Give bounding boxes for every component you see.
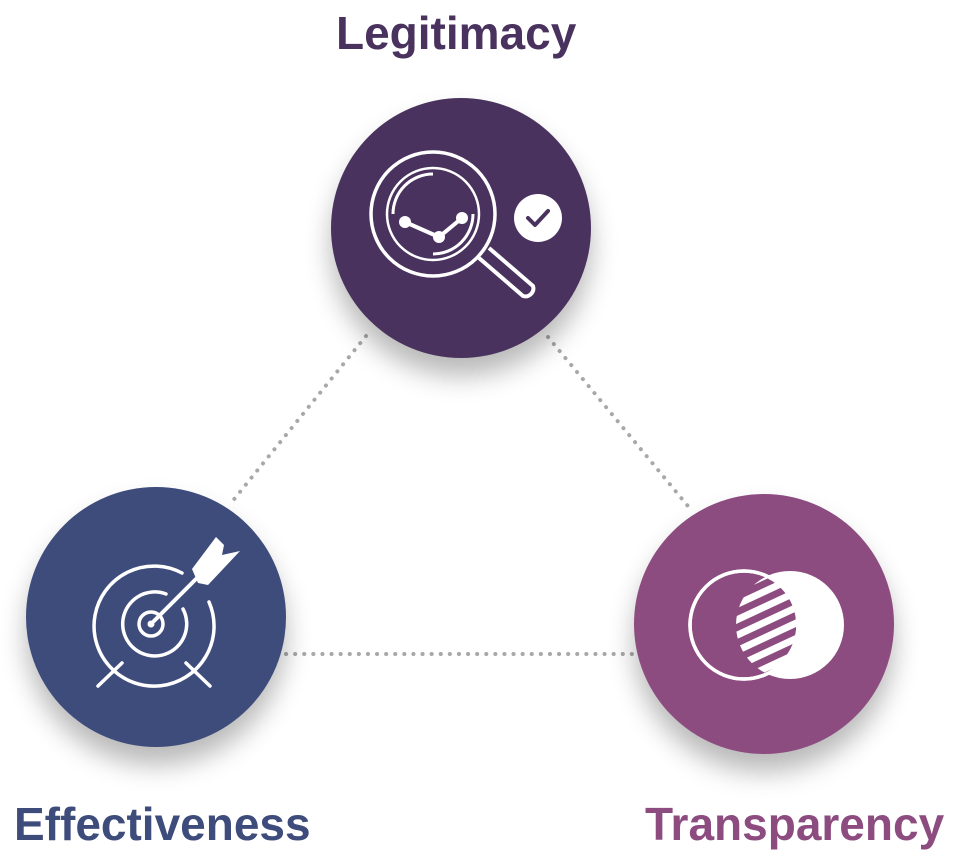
effectiveness-node xyxy=(26,487,286,747)
magnifier-chart-check-icon xyxy=(369,150,562,299)
connector-legitimacy-effectiveness xyxy=(229,334,368,505)
transparency-node xyxy=(634,494,894,754)
target-arrow-icon xyxy=(92,537,240,688)
legitimacy-label: Legitimacy xyxy=(336,7,577,59)
effectiveness-label: Effectiveness xyxy=(14,798,311,850)
overlapping-circles-icon xyxy=(688,569,844,681)
transparency-label: Transparency xyxy=(645,798,945,850)
legitimacy-node xyxy=(331,98,591,358)
connector-legitimacy-transparency xyxy=(546,335,694,513)
